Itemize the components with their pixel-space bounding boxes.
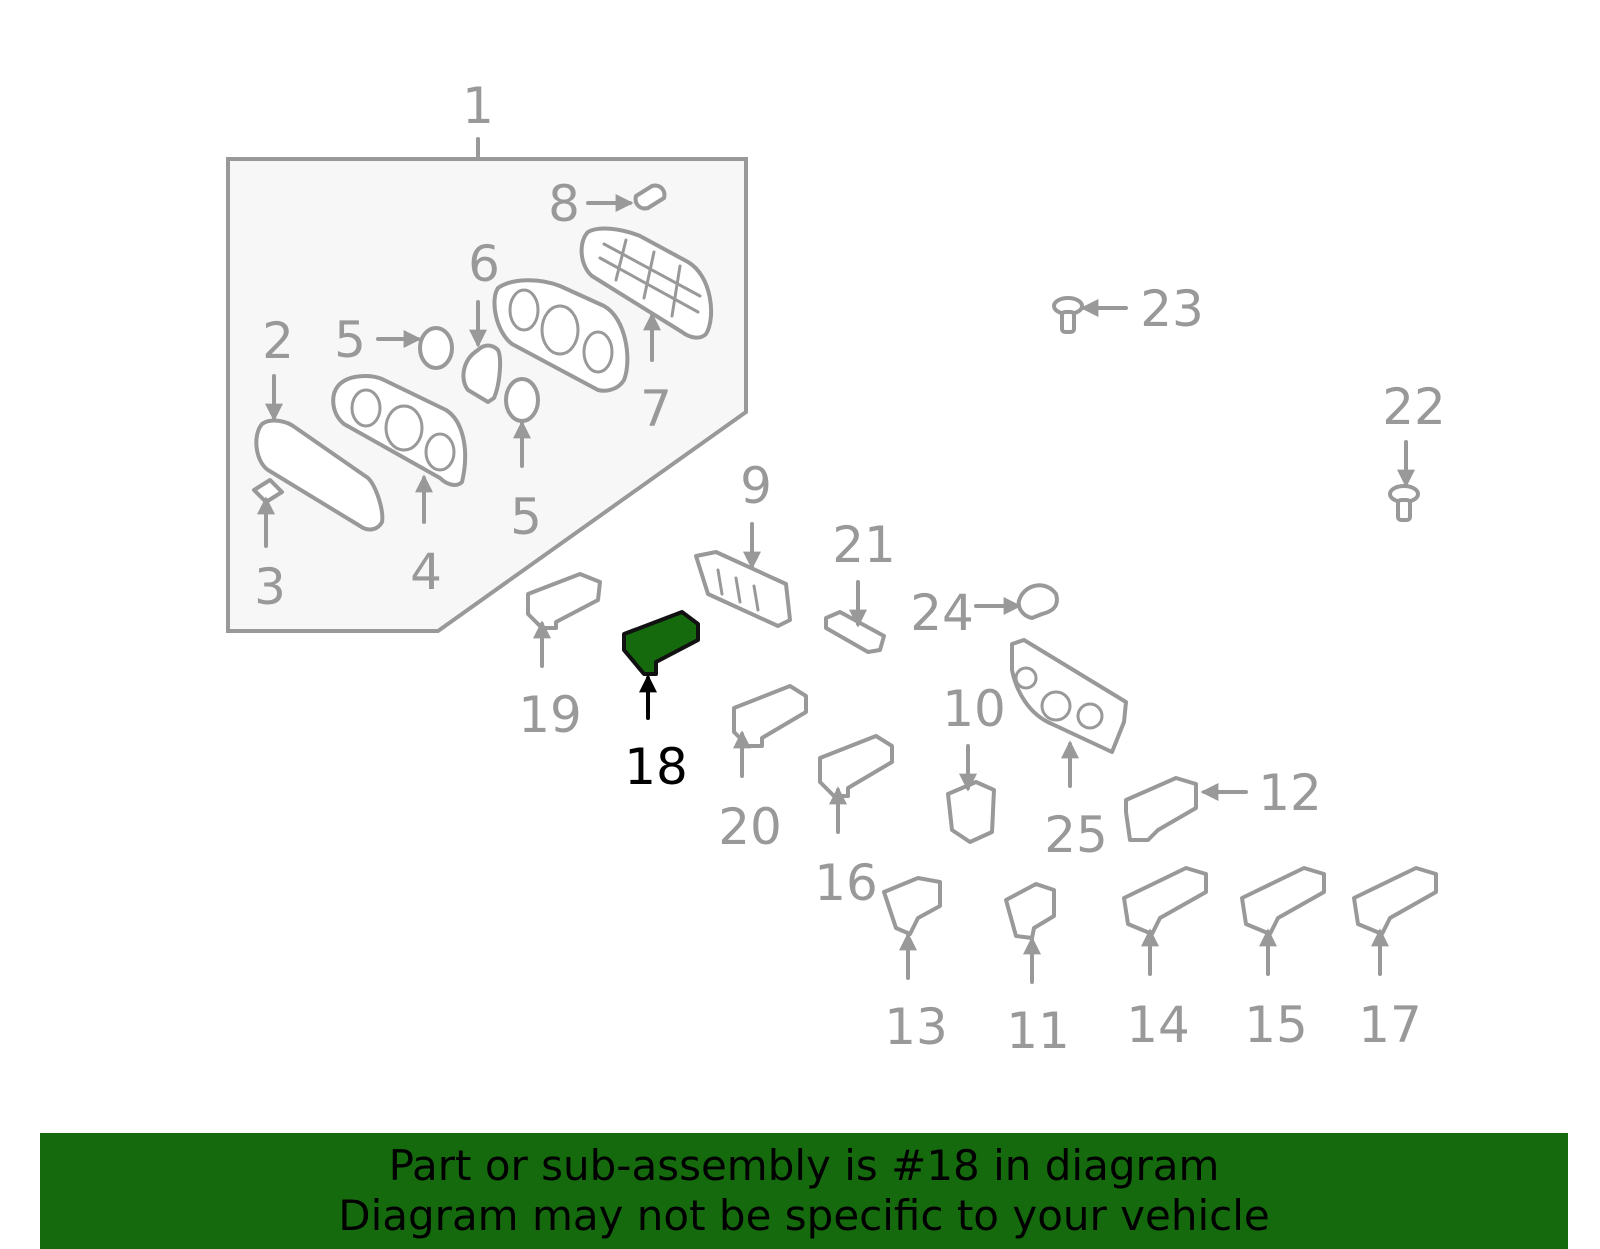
label-8: 8: [548, 175, 580, 233]
part-5-ring-upper[interactable]: [376, 326, 454, 370]
part-18-selected[interactable]: [622, 610, 700, 720]
info-banner: Part or sub-assembly is #18 in diagram D…: [40, 1133, 1568, 1249]
part-6-gauge-plate[interactable]: [461, 300, 503, 404]
label-2: 2: [262, 312, 294, 370]
part-3-bulb[interactable]: [252, 478, 284, 548]
part-15-switch[interactable]: [1240, 866, 1326, 976]
label-5-lower: 5: [510, 488, 542, 546]
part-22-clip[interactable]: [1388, 440, 1420, 522]
part-13-switch[interactable]: [882, 876, 942, 980]
part-17-switch[interactable]: [1352, 866, 1438, 976]
part-14-switch[interactable]: [1122, 866, 1208, 976]
label-4: 4: [410, 543, 442, 601]
label-9: 9: [740, 457, 772, 515]
part-7-rear-housing[interactable]: [579, 226, 714, 340]
banner-line-part: Part or sub-assembly is #18 in diagram: [388, 1141, 1220, 1190]
label-3: 3: [254, 558, 286, 616]
part-16-bracket[interactable]: [818, 734, 894, 834]
part-19-bracket[interactable]: [526, 572, 602, 668]
label-1: 1: [462, 77, 494, 135]
part-11-switch[interactable]: [1004, 882, 1056, 984]
part-20-bracket[interactable]: [732, 684, 808, 778]
label-20: 20: [718, 798, 782, 856]
part-8-screw[interactable]: [586, 183, 667, 212]
label-18: 18: [624, 738, 688, 796]
label-24: 24: [910, 584, 974, 642]
label-10: 10: [942, 680, 1006, 738]
label-12: 12: [1258, 764, 1322, 822]
part-24-clip[interactable]: [974, 583, 1059, 620]
part-7-dial-face[interactable]: [492, 278, 661, 393]
label-15: 15: [1244, 996, 1308, 1054]
label-6: 6: [468, 235, 500, 293]
parts-diagram: 1 2 3 4 5 5 6 7 8 9 10 11 12 13 14 15 16…: [226, 77, 1446, 1060]
label-21: 21: [832, 516, 896, 574]
label-19: 19: [518, 686, 582, 744]
label-25: 25: [1044, 806, 1108, 864]
part-18-shape: [622, 610, 700, 676]
part-5-ring-lower[interactable]: [504, 377, 540, 468]
part-9-vent[interactable]: [694, 522, 792, 628]
label-11: 11: [1006, 1002, 1070, 1060]
label-7: 7: [640, 380, 672, 438]
part-2-lens[interactable]: [254, 374, 385, 532]
part-25-climate-control[interactable]: [1010, 638, 1128, 788]
part-10-switch[interactable]: [946, 744, 996, 844]
part-23-clip[interactable]: [1052, 296, 1128, 334]
banner-line-disclaimer: Diagram may not be specific to your vehi…: [338, 1191, 1270, 1240]
label-16: 16: [814, 854, 878, 912]
label-17: 17: [1358, 996, 1422, 1054]
label-5-upper: 5: [334, 311, 366, 369]
label-22: 22: [1382, 378, 1446, 436]
part-21-switch[interactable]: [824, 580, 886, 654]
label-13: 13: [884, 998, 948, 1056]
part-4-gauge-housing[interactable]: [331, 374, 468, 524]
part-12-switch[interactable]: [1124, 776, 1248, 842]
label-14: 14: [1126, 996, 1190, 1054]
label-23: 23: [1140, 280, 1204, 338]
